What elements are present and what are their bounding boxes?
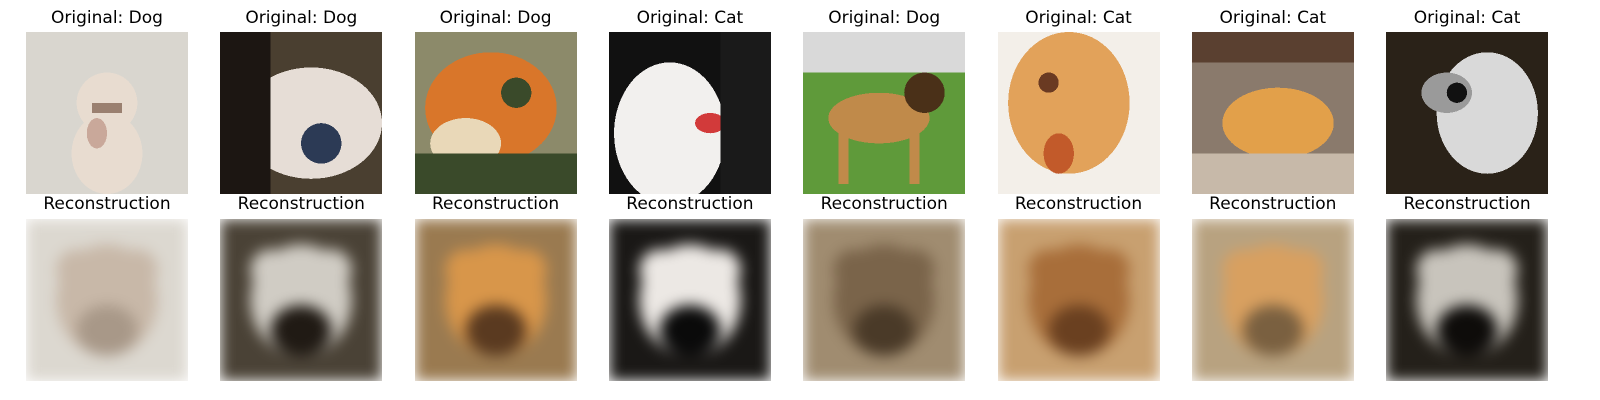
original-6-title: Original: Cat — [1025, 8, 1132, 28]
reconstruction-4-title: Reconstruction — [626, 194, 754, 214]
original-5-title: Original: Dog — [828, 8, 941, 28]
reconstruction-7-title: Reconstruction — [1209, 194, 1337, 214]
original-3-image — [414, 32, 577, 194]
original-5-image — [803, 32, 966, 194]
reconstruction-7-image — [1191, 219, 1354, 381]
original-1-image — [26, 32, 188, 194]
original-3-title: Original: Dog — [439, 8, 552, 28]
original-2-title: Original: Dog — [245, 8, 358, 28]
reconstruction-5-image — [803, 219, 966, 381]
original-8-image — [1386, 32, 1549, 194]
reconstruction-8-image — [1386, 219, 1549, 381]
original-1-title: Original: Dog — [51, 8, 163, 28]
reconstruction-1-title: Reconstruction — [43, 194, 171, 214]
original-4-title: Original: Cat — [636, 8, 744, 28]
original-4-image — [608, 32, 771, 194]
original-8-title: Original: Cat — [1413, 8, 1521, 28]
reconstruction-1-image — [26, 219, 188, 381]
reconstruction-6-image — [997, 219, 1160, 381]
reconstruction-3-title: Reconstruction — [431, 194, 560, 214]
original-7-title: Original: Cat — [1219, 8, 1327, 28]
original-2-image — [220, 32, 383, 194]
reconstruction-6-title: Reconstruction — [1014, 194, 1143, 214]
reconstruction-3-image — [414, 219, 577, 381]
original-7-image — [1191, 32, 1354, 194]
original-6-image — [997, 32, 1160, 194]
reconstruction-8-title: Reconstruction — [1403, 194, 1531, 214]
reconstruction-5-title: Reconstruction — [820, 194, 948, 214]
reconstruction-4-image — [608, 219, 771, 381]
reconstruction-2-title: Reconstruction — [237, 194, 365, 214]
reconstruction-2-image — [220, 219, 383, 381]
